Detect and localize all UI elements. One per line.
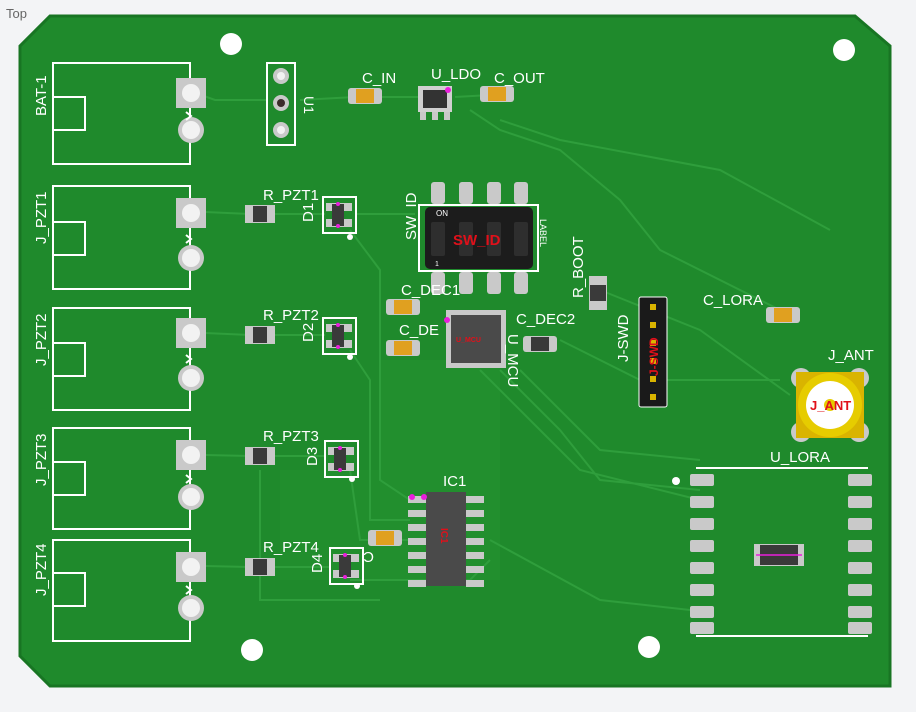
ref-ic1: IC1 bbox=[438, 528, 449, 544]
connector-j-pzt4[interactable]: J_PZT4 bbox=[33, 539, 206, 642]
component-r-boot[interactable]: R_BOOT bbox=[570, 236, 607, 310]
component-c-out[interactable]: C_OUT bbox=[480, 70, 545, 102]
label-sw-on: ON bbox=[436, 209, 448, 218]
component-u-lora[interactable]: U_LORA bbox=[672, 449, 872, 637]
label-r-pzt2: R_PZT2 bbox=[263, 307, 319, 324]
component-c-bottom[interactable]: C bbox=[363, 530, 402, 565]
mounting-holes bbox=[220, 33, 855, 661]
component-sw-id[interactable]: ON 1 SW_ID LABEL SW_ID bbox=[403, 182, 548, 294]
label-d3: D3 bbox=[304, 447, 321, 466]
mounting-hole bbox=[220, 33, 242, 55]
component-c-in[interactable]: C_IN bbox=[348, 70, 396, 104]
mounting-hole bbox=[241, 639, 263, 661]
label-ic1: IC1 bbox=[443, 473, 466, 490]
label-r-pzt4: R_PZT4 bbox=[263, 539, 319, 556]
label-j-pzt3: J_PZT3 bbox=[33, 433, 50, 486]
label-j-pzt2: J_PZT2 bbox=[33, 313, 50, 366]
label-u-mcu: U_MCU bbox=[504, 334, 521, 387]
component-c-lora[interactable]: C_LORA bbox=[703, 292, 800, 323]
component-r-pzt1[interactable]: R_PZT1 bbox=[245, 187, 319, 223]
label-r-pzt1: R_PZT1 bbox=[263, 187, 319, 204]
label-u-lora: U_LORA bbox=[770, 449, 830, 466]
component-r-pzt4[interactable]: R_PZT4 bbox=[245, 539, 319, 576]
label-bat: BAT-1 bbox=[33, 75, 50, 116]
label-c-bottom: C bbox=[363, 548, 374, 565]
label-sw-label: LABEL bbox=[538, 219, 548, 247]
component-ic1[interactable]: IC1 IC1 bbox=[408, 473, 484, 587]
label-c-dec1: C_DEC1 bbox=[401, 282, 460, 299]
component-u-ldo[interactable]: U_LDO bbox=[418, 66, 481, 120]
ref-sw-id: SW_ID bbox=[453, 232, 501, 249]
component-r-pzt2[interactable]: R_PZT2 bbox=[245, 307, 319, 344]
label-j-swd: J-SWD bbox=[615, 314, 632, 362]
component-u-mcu[interactable]: U_MCU U_MCU bbox=[444, 310, 521, 387]
component-d4[interactable]: D4 bbox=[309, 547, 364, 589]
view-label: Top bbox=[6, 6, 27, 21]
label-j-pzt1: J_PZT1 bbox=[33, 191, 50, 244]
label-u1: U1 bbox=[301, 96, 317, 114]
label-c-lora: C_LORA bbox=[703, 292, 763, 309]
connector-j-pzt2[interactable]: J_PZT2 bbox=[33, 307, 206, 411]
component-c-dec1[interactable]: C_DEC1 bbox=[386, 282, 460, 315]
component-u1[interactable]: U1 bbox=[266, 62, 317, 146]
label-d1: D1 bbox=[300, 203, 317, 222]
label-r-boot: R_BOOT bbox=[570, 236, 587, 298]
ref-j-ant: J_ANT bbox=[810, 398, 851, 413]
component-d1[interactable]: D1 bbox=[300, 196, 357, 240]
label-d2: D2 bbox=[300, 323, 317, 342]
component-d3[interactable]: D3 bbox=[304, 440, 359, 482]
label-sw-one: 1 bbox=[435, 261, 439, 268]
label-j-ant: J_ANT bbox=[828, 347, 874, 364]
component-c-dec2[interactable]: C_DEC2 bbox=[516, 311, 575, 352]
traces bbox=[192, 91, 831, 611]
label-d4: D4 bbox=[309, 554, 326, 573]
connector-j-pzt1[interactable]: J_PZT1 bbox=[33, 185, 206, 290]
label-c-out: C_OUT bbox=[494, 70, 545, 87]
label-c-dec2: C_DEC2 bbox=[516, 311, 575, 328]
component-j-swd[interactable]: J-SWD J-SWD bbox=[615, 296, 668, 408]
component-c-de[interactable]: C_DE bbox=[386, 322, 439, 356]
ref-u-mcu: U_MCU bbox=[456, 337, 481, 344]
mounting-hole bbox=[833, 39, 855, 61]
component-r-pzt3[interactable]: R_PZT3 bbox=[245, 428, 319, 465]
connector-j-pzt3[interactable]: J_PZT3 bbox=[33, 427, 206, 530]
label-u-ldo: U_LDO bbox=[431, 66, 481, 83]
connector-bat[interactable]: BAT-1 bbox=[33, 62, 206, 165]
label-c-de: C_DE bbox=[399, 322, 439, 339]
label-r-pzt3: R_PZT3 bbox=[263, 428, 319, 445]
label-j-pzt4: J_PZT4 bbox=[33, 543, 50, 596]
component-j-ant[interactable]: J_ANT J_ANT bbox=[791, 347, 874, 442]
mounting-hole bbox=[638, 636, 660, 658]
label-c-in: C_IN bbox=[362, 70, 396, 87]
component-d2[interactable]: D2 bbox=[300, 317, 357, 360]
ref-j-swd: J-SWD bbox=[647, 337, 661, 376]
label-sw-id: SW_ID bbox=[403, 192, 420, 240]
